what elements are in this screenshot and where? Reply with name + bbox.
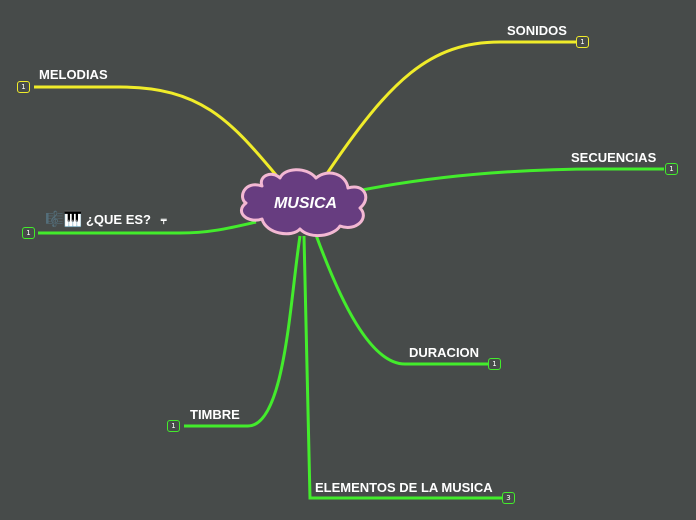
branch-elementos — [302, 235, 502, 500]
topic-sonidos-label[interactable]: SONIDOS — [507, 23, 567, 38]
topic-secuencias-collapse-badge[interactable]: 1 — [665, 163, 678, 175]
notes-icon[interactable]: ⫧ — [160, 214, 167, 227]
topic-sonidos-collapse-badge[interactable]: 1 — [576, 36, 589, 48]
central-cloud-shape[interactable] — [239, 168, 368, 238]
topic-que-es[interactable]: 🎼🎹 ¿QUE ES? ⫧ — [45, 210, 167, 228]
topic-duracion-label[interactable]: DURACION — [409, 345, 480, 360]
branch-sonidos — [324, 40, 576, 176]
branch-melodias — [34, 85, 278, 176]
topic-timbre-label[interactable]: TIMBRE — [190, 407, 240, 422]
branch-secuencias — [361, 167, 664, 192]
branch-duracion — [314, 234, 488, 366]
topic-elementos-collapse-badge[interactable]: 3 — [502, 492, 515, 504]
topic-melodias-collapse-badge[interactable]: 1 — [17, 81, 30, 93]
topic-que-es-collapse-badge[interactable]: 1 — [22, 227, 35, 239]
music-emoji-icon: 🎼🎹 — [45, 210, 83, 228]
branch-que-es — [38, 220, 257, 235]
central-topic-label[interactable]: MUSICA — [273, 195, 338, 212]
topic-secuencias-label[interactable]: SECUENCIAS — [571, 150, 657, 165]
topic-timbre-collapse-badge[interactable]: 1 — [167, 420, 180, 432]
branch-timbre — [184, 235, 302, 428]
topic-que-es-label: ¿QUE ES? — [85, 212, 151, 227]
topic-duracion-collapse-badge[interactable]: 1 — [488, 358, 501, 370]
topic-melodias-label[interactable]: MELODIAS — [39, 67, 108, 82]
topic-elementos-label[interactable]: ELEMENTOS DE LA MUSICA — [315, 480, 493, 495]
